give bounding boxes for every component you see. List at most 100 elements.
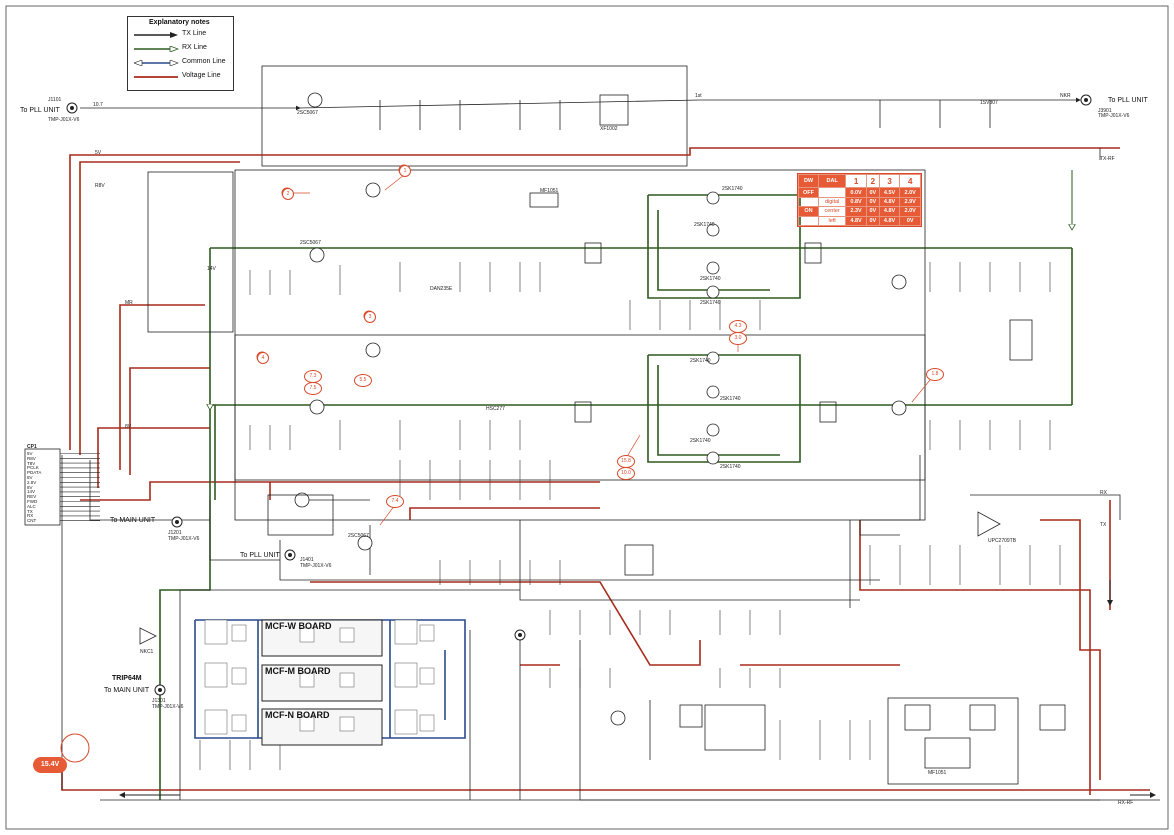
part-ic1401: UPC2709TB — [988, 538, 1017, 544]
ic1401-amp — [977, 511, 1001, 537]
legend-row-voltage: Voltage Line — [134, 72, 230, 82]
part-d1003: 1SV307 — [980, 100, 998, 106]
signal-14v: 14V — [207, 266, 216, 272]
vt-hdr-4: 3 — [878, 173, 901, 189]
legend-row-rx: RX Line — [134, 44, 230, 54]
signal-rx: RX — [1100, 490, 1107, 496]
part-q1206: 2SK1740 — [690, 438, 711, 444]
port-label-pll-left: To PLL UNIT — [20, 107, 60, 114]
part-j1301-type: TMP-J01X-V6 — [152, 704, 184, 710]
voltage-table-row: OFF 0.0V 0V 4.5V 2.0V — [797, 187, 921, 198]
legend-label-rx: RX Line — [182, 44, 207, 51]
connector-pin-9: 14V — [27, 489, 36, 495]
component-stubs — [199, 262, 1061, 770]
explanatory-notes-legend: Explanatory notes TX Line RX Line Common… — [127, 16, 234, 91]
voltage-table-header: DW DAL 1 2 3 4 — [797, 173, 921, 189]
connector-title: CP1 — [27, 444, 37, 450]
signal-tx: TX — [1100, 522, 1107, 528]
callout-10-0: 10.0 — [617, 467, 635, 480]
part-j1201: J1201 — [168, 530, 182, 536]
part-q1009: 2SK1740 — [700, 276, 721, 282]
transistors — [294, 92, 907, 726]
callout-1: 1 — [399, 165, 411, 177]
connector-pin-12: ALC — [27, 503, 36, 509]
part-j1301: J1301 — [152, 698, 166, 704]
vt-cell — [818, 187, 847, 198]
rx-amp-left — [139, 627, 157, 645]
vt-cell: 4.8V — [878, 196, 901, 208]
vt-cell: 0.0V — [845, 187, 867, 198]
signal-10-7: 10.7 — [93, 102, 103, 108]
signal-tx-rf: TX-RF — [1100, 156, 1115, 162]
vt-cell — [797, 215, 820, 227]
vt-cell: 2.9V — [899, 196, 921, 208]
voltage-table-row: ON center 2.3V 0V 4.8V 2.0V — [797, 206, 921, 217]
port-label-main-1: To MAIN UNIT — [110, 517, 156, 524]
vt-cell: 0V — [899, 215, 921, 227]
signal-r8v: R8V — [95, 183, 105, 189]
part-nc: NKC1 — [140, 649, 154, 655]
connector-pin-15: CNT — [27, 518, 37, 524]
vt-cell: 4.8V — [878, 215, 901, 227]
callout-ring-bottom — [60, 733, 90, 763]
part-q1207: 2SK1740 — [720, 464, 741, 470]
vt-cell: 2.0V — [899, 187, 921, 198]
part-x1701: MF1051 — [540, 188, 559, 194]
connector-pin-4: PCLK — [27, 465, 39, 471]
part-q1004: 2SK1740 — [694, 222, 715, 228]
part-j1401: J1401 — [300, 557, 314, 563]
connector-pin-10: REV — [27, 494, 37, 500]
part-q1302: 2SC5067 — [300, 240, 321, 246]
callout-5-5: 5.5 — [354, 374, 372, 387]
tx-lines — [61, 148, 1160, 801]
legend-title: Explanatory notes — [149, 19, 210, 26]
voltage-table-row: left 4.8V 0V 4.8V 0V — [797, 215, 921, 227]
vt-cell: 0V — [865, 215, 880, 227]
callout-3-0: 3.0 — [729, 332, 747, 345]
connector-pin-8: 8V — [27, 484, 33, 490]
part-q1204: 2SK1740 — [690, 358, 711, 364]
vt-cell: 0V — [865, 196, 880, 208]
legend-row-common: Common Line — [134, 58, 230, 68]
vt-cell: center — [818, 206, 847, 217]
callout-4: 4 — [257, 352, 269, 364]
part-d1001: DAN235E — [430, 286, 453, 292]
connector-cp1 — [24, 448, 61, 526]
vt-cell: 2.0V — [899, 206, 921, 217]
signal-8v: 8V — [125, 424, 132, 430]
board-mcf-w: MCF-W BOARD — [265, 621, 332, 631]
part-j1101-type: TMP-J01X-V6 — [48, 117, 80, 123]
callout-2: 2 — [282, 188, 294, 200]
voltage-table: DW DAL 1 2 3 4 OFF 0.0V 0V 4.5V 2.0V dig… — [797, 173, 922, 227]
part-d1002: HSC277 — [486, 406, 505, 412]
signal-mr: MR — [125, 300, 133, 306]
port-label-pll-mid: To PLL UNIT — [240, 552, 280, 559]
signal-nkr: NKR — [1060, 93, 1071, 99]
part-j1401-type: TMP-J01X-V6 — [300, 563, 332, 569]
connector-pin-2: R8V — [27, 455, 36, 461]
vt-hdr-5: 4 — [899, 173, 921, 189]
vt-cell: 0.8V — [845, 196, 867, 208]
vt-hdr-3: 2 — [865, 173, 880, 189]
board-mcf-n: MCF-N BOARD — [265, 710, 330, 720]
mcf-boards — [261, 619, 383, 746]
part-x1401: MF1051 — [928, 770, 947, 776]
vt-cell: ON — [797, 206, 820, 217]
callout-3: 3 — [364, 311, 376, 323]
part-q1010: 2SK1740 — [700, 300, 721, 306]
part-j1201-type: TMP-J01X-V6 — [168, 536, 200, 542]
board-mcf-m: MCF-M BOARD — [265, 666, 331, 676]
vt-cell: 2.3V — [845, 206, 867, 217]
signal-5v: 5V — [95, 150, 102, 156]
part-trip: TRIP64M — [112, 675, 142, 682]
vt-cell: 4.5V — [878, 187, 901, 198]
callout-7-4: 7.4 — [386, 495, 404, 508]
legend-label-common: Common Line — [182, 58, 226, 65]
part-j1101: J1101 — [48, 97, 62, 103]
vt-cell: 0V — [865, 187, 880, 198]
connector-pin-11: FWD — [27, 499, 38, 504]
port-label-pll-right: To PLL UNIT — [1108, 97, 1148, 104]
callout-15-8: 15.8 — [617, 455, 635, 468]
part-xf1: XF1002 — [600, 126, 618, 132]
part-q1301: 2SC5067 — [348, 533, 369, 539]
